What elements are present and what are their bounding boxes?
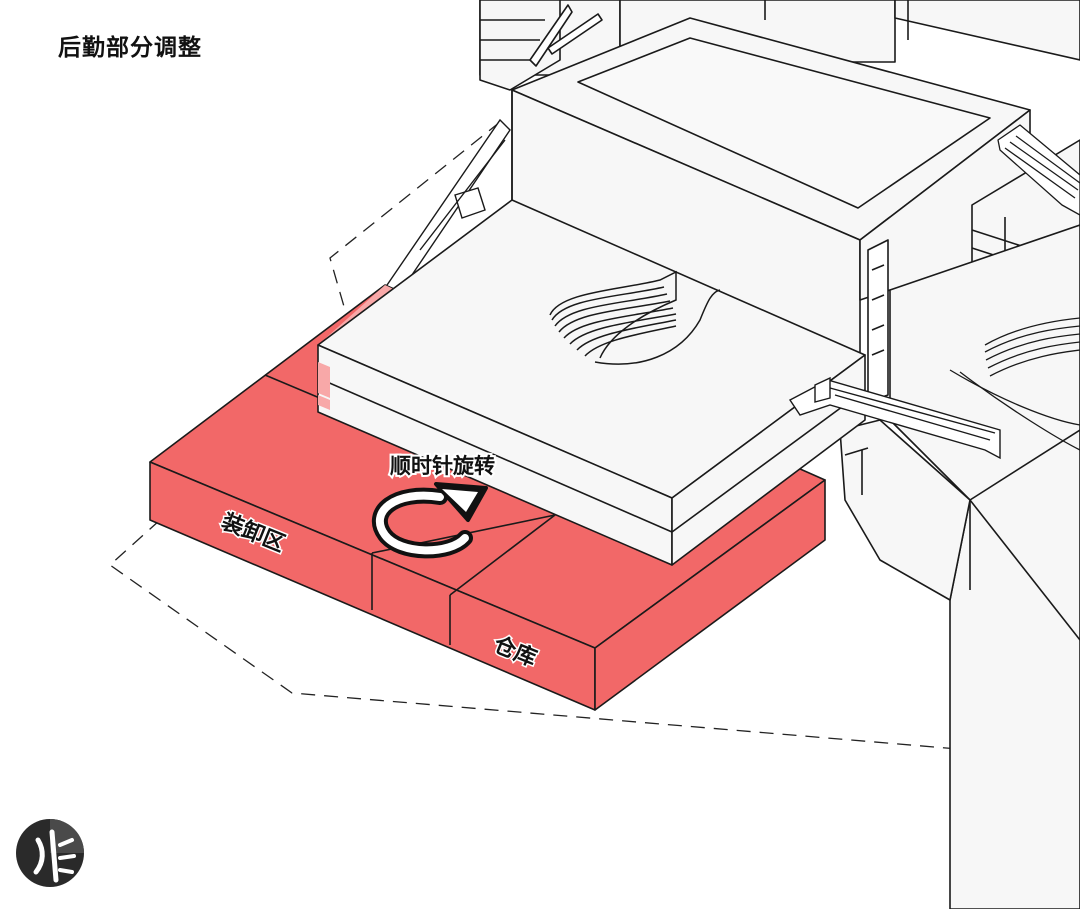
- site-boundary: [108, 121, 1080, 751]
- curved-stairs-right: [949, 317, 1080, 451]
- page-title: 后勤部分调整: [58, 35, 202, 61]
- curved-stairs: [549, 270, 721, 365]
- rotate-label: 顺时针旋转: [390, 454, 495, 478]
- clockwise-arrow-icon: [371, 482, 488, 559]
- main-building: [479, 0, 1080, 909]
- logo-badge-icon: [16, 819, 84, 887]
- escalator-right: [788, 376, 1001, 460]
